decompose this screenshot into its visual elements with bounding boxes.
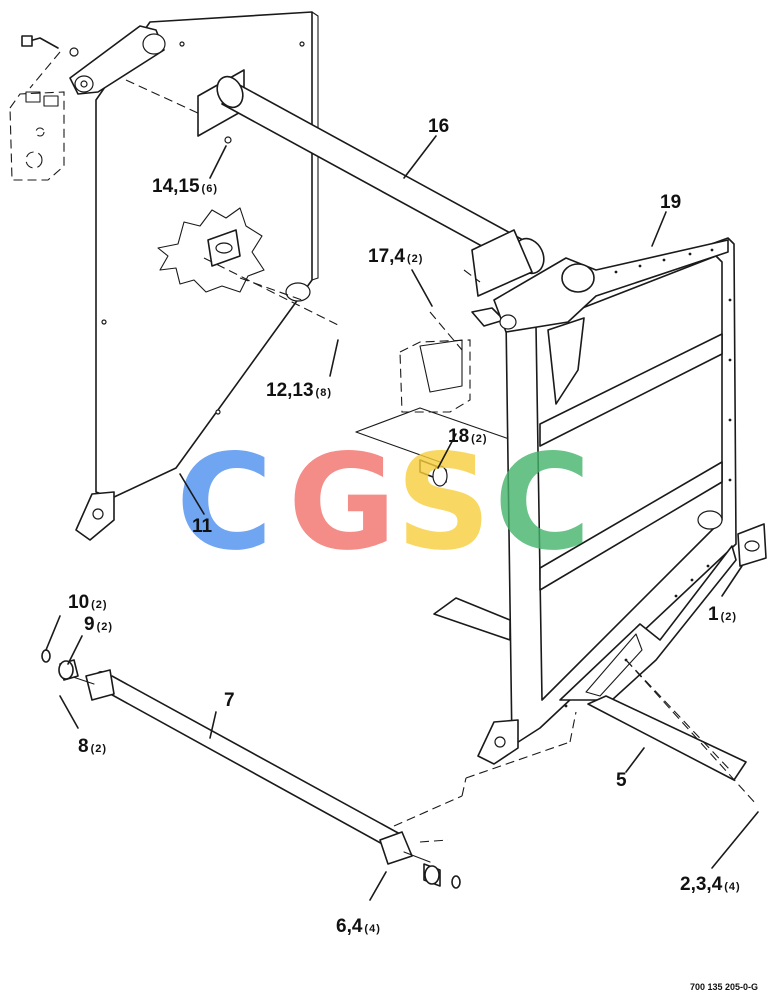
watermark-letter-3: S	[396, 426, 491, 580]
diagonal-brace	[433, 597, 757, 805]
callout-16: 16	[428, 116, 449, 137]
left-side-panel	[69, 11, 319, 541]
callout-7: 7	[224, 690, 235, 711]
callout-12-13: 12,13(8)	[266, 380, 332, 401]
main-cross-tube	[125, 69, 545, 297]
drawing-code: 700 135 205-0-G	[690, 982, 758, 992]
cutaway-detail	[157, 207, 341, 327]
callout-18: 18(2)	[448, 426, 488, 447]
callout-6-4: 6,4(4)	[336, 916, 381, 937]
callout-14-15: 14,15(6)	[152, 176, 218, 197]
leader-lines	[45, 135, 759, 901]
callouts: 16 19 14,15(6) 17,4(2) 12,13(8) 18(2) 11…	[68, 116, 741, 937]
lower-shaft	[41, 649, 461, 889]
callout-1: 1(2)	[708, 604, 737, 625]
callout-8: 8(2)	[78, 736, 107, 757]
callout-17-4: 17,4(2)	[368, 246, 423, 267]
lower-dashed-connection	[393, 711, 577, 827]
watermark: C G S C	[176, 426, 591, 580]
callout-2-3-4: 2,3,4(4)	[680, 874, 741, 895]
watermark-letter-1: C	[176, 426, 273, 580]
watermark-letter-4: C	[494, 426, 591, 580]
callout-10: 10(2)	[68, 592, 108, 613]
gearbox-reference-outline	[9, 35, 79, 181]
center-bracket-outline	[355, 307, 513, 487]
callout-19: 19	[660, 192, 681, 213]
right-frame	[477, 237, 767, 765]
watermark-letter-2: G	[288, 426, 396, 580]
callout-9: 9(2)	[84, 614, 113, 635]
callout-11: 11	[192, 516, 213, 537]
callout-5: 5	[616, 770, 627, 791]
